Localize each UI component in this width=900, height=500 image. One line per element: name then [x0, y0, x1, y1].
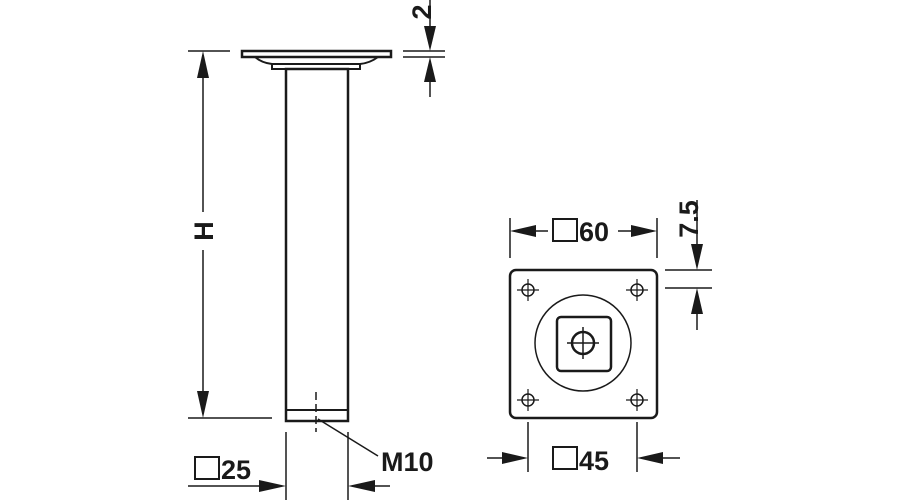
plate-thickness-dimension: 2 — [403, 0, 445, 97]
center-crosshair-icon — [567, 327, 599, 359]
screw-hole-icon — [517, 389, 539, 411]
tube — [284, 67, 350, 423]
socket-square — [555, 315, 613, 373]
hole-spacing-dimension: 45 — [487, 422, 680, 476]
hole-offset-label: 7.5 — [674, 200, 704, 238]
plate-size-dimension: 60 — [509, 217, 658, 258]
arrow-down-icon — [691, 244, 703, 270]
arrow-up-icon — [424, 57, 436, 82]
mounting-plate-profile — [240, 49, 393, 59]
hole-offset-dimension: 7.5 — [665, 200, 712, 330]
square-symbol-icon — [552, 446, 578, 470]
square-symbol-icon — [194, 456, 220, 480]
tube-size-label: 25 — [221, 455, 251, 485]
arrow-left-icon — [348, 480, 375, 492]
plate-top-view — [508, 268, 659, 420]
thread-label: M10 — [381, 447, 434, 477]
arrow-right-icon — [631, 225, 657, 237]
arrow-right-icon — [502, 452, 528, 464]
flange-circle — [534, 294, 632, 392]
screw-hole-icon — [626, 389, 648, 411]
tube-size-dimension: 25 — [188, 432, 390, 500]
plate-outline — [508, 268, 659, 420]
thread-callout: M10 — [317, 418, 434, 477]
square-symbol-icon — [552, 218, 578, 242]
plate-size-label: 60 — [579, 217, 609, 247]
screw-hole-icon — [517, 279, 539, 301]
arrow-up-icon — [691, 288, 703, 314]
hole-spacing-label: 45 — [579, 446, 609, 476]
screw-hole-icon — [626, 279, 648, 301]
screw-holes — [517, 279, 648, 411]
arrow-left-icon — [510, 225, 536, 237]
height-label: H — [189, 221, 219, 241]
plate-thickness-label: 2 — [407, 4, 437, 19]
arrow-down-icon — [197, 391, 209, 418]
arrow-left-icon — [637, 452, 663, 464]
arrow-down-icon — [424, 26, 436, 51]
leg-side-view — [240, 49, 393, 432]
height-dimension: H — [188, 50, 272, 419]
arrow-up-icon — [197, 51, 209, 78]
arrow-right-icon — [259, 480, 286, 492]
